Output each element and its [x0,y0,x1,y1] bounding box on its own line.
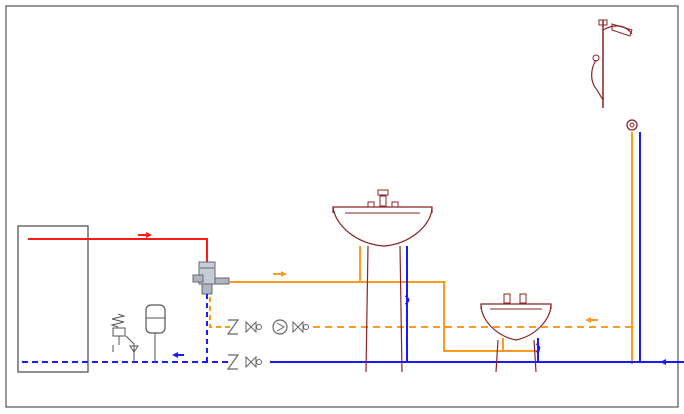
circulation-valve-1 [245,320,257,334]
circulation-return-arrow [585,317,598,323]
water-heater-tank [17,225,89,373]
cold-water-line [270,132,684,365]
mixed-water-arrow [273,271,287,277]
cold-water-arrow-left [172,352,184,358]
circulation-valve-2 [292,320,304,334]
pipe-joint-markers [404,295,541,353]
diagram-frame [5,5,679,408]
hot-water-arrow [138,232,152,238]
cold-water-arrow-right [660,359,674,365]
safety-valve [110,313,139,362]
expansion-vessel [145,304,166,362]
circulation-return-line [209,294,632,328]
mixed-water-line [229,132,633,364]
circulation-pump [272,319,288,335]
cold-water-dashed-line [22,294,230,363]
circulation-pump-group [226,319,309,335]
bidet [480,293,552,373]
cold-inlet-valve [245,355,257,369]
cold-inlet-valve-group [226,354,262,370]
wash-basin [332,189,433,373]
thermostatic-mixing-valve [192,261,230,295]
shower-head [591,19,638,131]
hot-water-line [28,232,208,262]
